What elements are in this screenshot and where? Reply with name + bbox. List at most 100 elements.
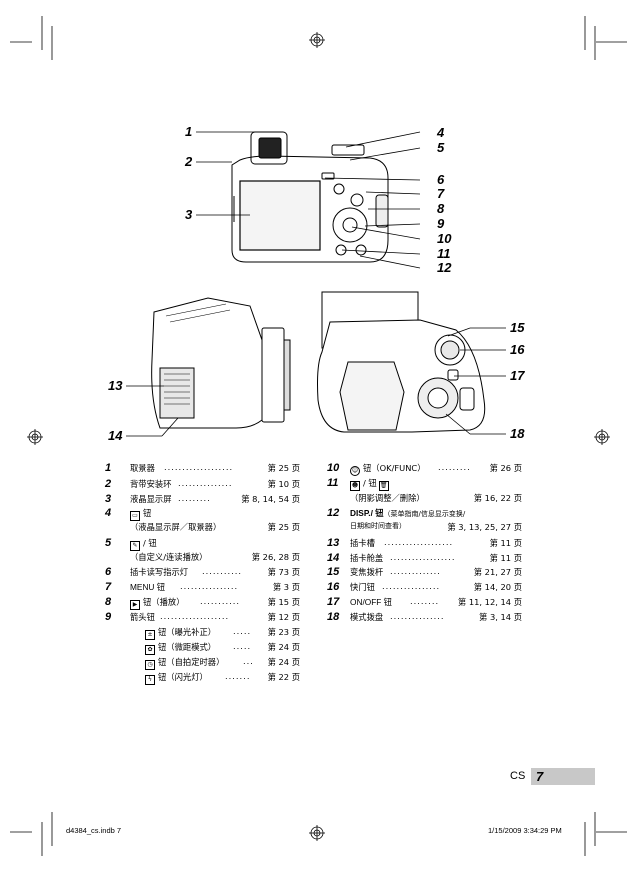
legend-num: 16 (327, 581, 340, 593)
leader-dots: ... (243, 656, 254, 666)
legend-name: 液晶显示屏 (130, 494, 172, 504)
legend-row: ☻/ 钮🗑 (350, 477, 522, 491)
camera-side-view (151, 297, 291, 429)
page-number: 7 (536, 769, 544, 784)
legend-name-text: / 钮 (363, 478, 377, 488)
legend-name: ON/OFF 钮 (350, 597, 392, 607)
leader-dots: ......... (178, 493, 211, 503)
leader-dots: ....... (225, 671, 251, 681)
back-view-leaders (196, 131, 421, 269)
legend-name: 变焦拨杆 (350, 567, 384, 577)
legend-name: ✎/ 钮 (130, 537, 157, 551)
leader-dots: ........... (200, 596, 241, 606)
callout-12: 12 (437, 260, 452, 275)
legend-page: 第 26, 28 页 (251, 552, 300, 562)
legend-row: 插卡槽 ................... 第 11 页 (350, 537, 522, 549)
display-toggle-icon: ▭ (130, 511, 140, 521)
legend-page: 第 3 页 (272, 582, 300, 592)
shadow-adjust-icon: ☻ (350, 481, 360, 491)
flash-icon: ϟ (145, 675, 155, 685)
leader-dots: ................... (164, 462, 234, 472)
legend-row: 液晶显示屏 ......... 第 8, 14, 54 页 (130, 493, 300, 505)
legend-row: 取景器 ................... 第 25 页 (130, 462, 300, 474)
legend-name: ☻/ 钮🗑 (350, 477, 392, 491)
legend-page: 第 21, 27 页 (473, 567, 522, 577)
callout-9: 9 (437, 216, 445, 231)
legend-subrow: （阴影调整／删除） 第 16, 22 页 (350, 492, 522, 504)
legend-sub: （自定义/连读播放） (130, 552, 208, 562)
arrow-sub-row: ✿钮（微距模式） ..... 第 24 页 (145, 641, 300, 655)
legend-name: ▭钮 (130, 507, 151, 521)
leader-dots: ......... (438, 462, 471, 472)
trash-icon: 🗑 (378, 481, 389, 491)
legend-row: ☺钮（OK/FUNC） ......... 第 26 页 (350, 462, 522, 476)
legend-row: 箭头钮 ................... 第 12 页 (130, 611, 300, 623)
play-icon: ▶ (130, 600, 140, 610)
legend-num: 5 (105, 537, 112, 549)
legend-page: 第 24 页 (267, 657, 300, 667)
legend-num: 7 (105, 581, 112, 593)
legend-page: 第 11, 12, 14 页 (457, 597, 522, 607)
callout-10: 10 (437, 231, 452, 246)
leader-dots: ............... (178, 478, 233, 488)
legend-name: 插卡读写指示灯 (130, 567, 189, 577)
callout-3: 3 (185, 207, 193, 222)
exposure-icon: ± (145, 630, 155, 640)
legend-subrow: 日期和时间查看） 第 3, 13, 25, 27 页 (350, 521, 522, 533)
legend-page: 第 11 页 (489, 538, 522, 548)
crop-marks (10, 16, 627, 856)
leader-dots: ........... (202, 566, 243, 576)
legend-name: 插卡槽 (350, 538, 375, 548)
leader-dots: ................... (384, 537, 454, 547)
callout-4: 4 (437, 125, 445, 140)
legend-page: 第 16, 22 页 (473, 493, 522, 503)
legend-name-text: 钮（OK/FUNC） (363, 463, 426, 473)
legend-row: 背带安装环 ............... 第 10 页 (130, 478, 300, 490)
legend-name-text: 钮（自拍定时器） (158, 657, 225, 667)
callout-6: 6 (437, 172, 445, 187)
legend-num: 11 (327, 477, 339, 489)
arrow-sub-row: ◷钮（自拍定时器） ... 第 24 页 (145, 656, 300, 670)
page-lang: CS (510, 770, 526, 782)
legend-page: 第 14, 20 页 (473, 582, 522, 592)
legend-page: 第 8, 14, 54 页 (241, 494, 300, 504)
self-timer-icon: ◷ (145, 660, 155, 670)
legend-name: DISP./ 钮（菜单指南/信息显示变换/ (350, 507, 465, 519)
legend-sub: （阴影调整／删除） (350, 493, 425, 503)
legend-page: 第 10 页 (267, 479, 300, 489)
arrow-sub-row: ±钮（曝光补正） ..... 第 23 页 (145, 626, 300, 640)
legend-num: 14 (327, 552, 340, 564)
legend-page: 第 15 页 (267, 597, 300, 607)
macro-icon: ✿ (145, 645, 155, 655)
legend-num: 9 (105, 611, 112, 623)
legend-name-text: 钮 (143, 508, 152, 518)
legend-page: 第 23 页 (267, 627, 300, 637)
legend-num: 1 (105, 462, 112, 474)
legend-page: 第 12 页 (267, 612, 300, 622)
legend-row: DISP./ 钮（菜单指南/信息显示变换/ (350, 507, 522, 519)
legend-num: 6 (105, 566, 112, 578)
legend-num: 3 (105, 493, 112, 505)
legend-row: ON/OFF 钮 ........ 第 11, 12, 14 页 (350, 596, 522, 608)
legend-row: ✎/ 钮 (130, 537, 300, 551)
legend-num: 15 (327, 566, 340, 578)
legend-page: 第 3, 14 页 (479, 612, 522, 622)
legend-name-small: （菜单指南/信息显示变换/ (383, 510, 466, 518)
legend-name: 模式拨盘 (350, 612, 384, 622)
legend-row: 变焦拨杆 .............. 第 21, 27 页 (350, 566, 522, 578)
page-number-bar: 7 (531, 768, 595, 785)
legend-name: 快门钮 (350, 582, 375, 592)
legend-num: 10 (327, 462, 340, 474)
callout-11: 11 (437, 246, 451, 261)
legend-page: 第 11 页 (489, 553, 522, 563)
legend-subrow: （自定义/连读播放） 第 26, 28 页 (130, 551, 300, 563)
leader-dots: ................... (160, 611, 230, 621)
legend-name: 取景器 (130, 463, 155, 473)
camera-back-view (231, 131, 389, 263)
legend-name: MENU 钮 (130, 582, 166, 592)
legend-row: 插卡读写指示灯 ........... 第 73 页 (130, 566, 300, 578)
legend-name-text: 钮（闪光灯） (158, 672, 208, 682)
legend-num: 4 (105, 507, 112, 519)
registration-marks (27, 32, 610, 841)
